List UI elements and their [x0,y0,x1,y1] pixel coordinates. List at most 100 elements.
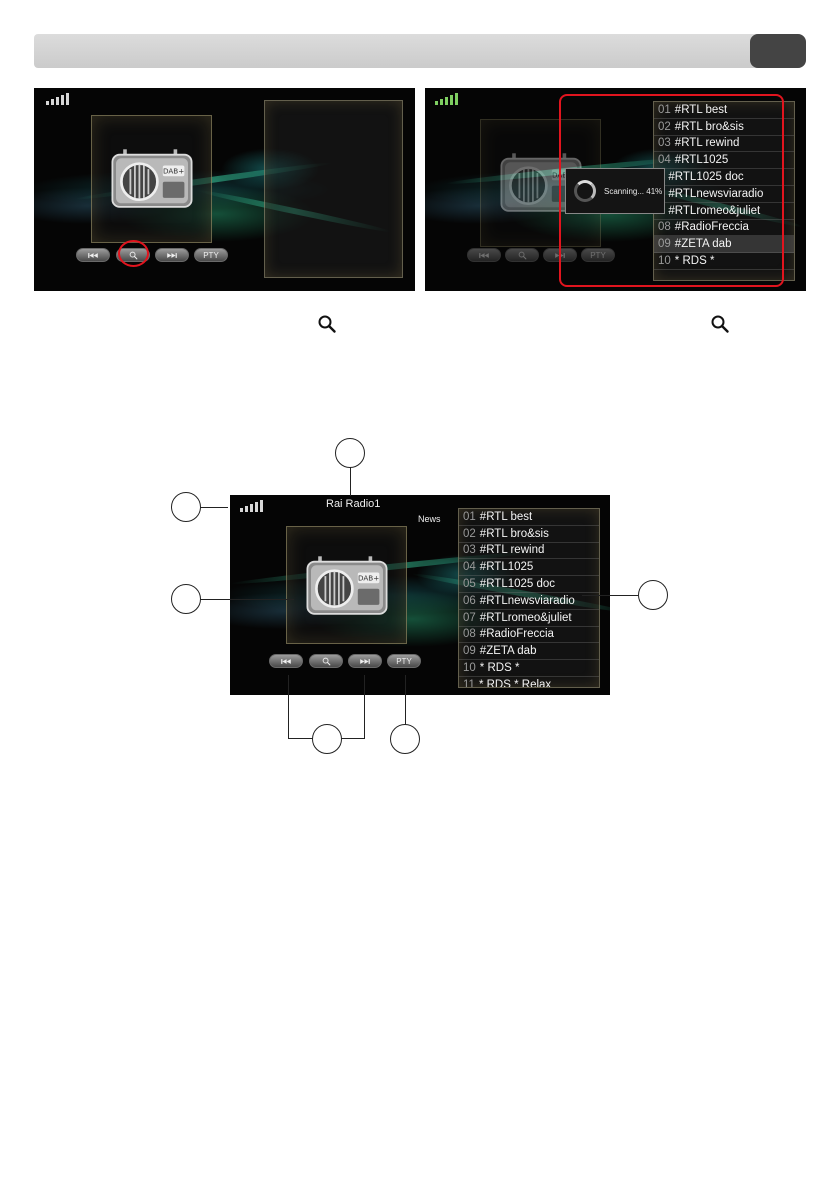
station-number: 08 [658,221,671,234]
station-list-item[interactable]: 11* RDS * Relax [459,677,599,688]
station-number: 07 [463,611,476,624]
station-name-label: #RTLnewsviaradio [668,187,764,200]
station-name-label: #RTL1025 doc [668,171,744,184]
station-name-label: * RDS * Relax [478,678,552,688]
station-list-item[interactable]: 10* RDS * [459,660,599,677]
search-icon [322,657,331,666]
signal-strength-icon [46,93,69,105]
station-number: 01 [658,103,671,116]
callout-circle [390,724,420,754]
station-number: 05 [463,578,476,591]
station-name-label: #RadioFreccia [479,628,554,641]
search-button[interactable] [309,654,343,668]
callout-circle [171,584,201,614]
search-icon [518,251,527,260]
pty-button[interactable]: PTY [387,654,421,668]
station-name-label: #ZETA dab [674,238,732,251]
station-list-item[interactable]: 10* RDS * [654,253,794,270]
station-list-item[interactable]: 06#RTLnewsviaradio [459,593,599,610]
station-list-item[interactable]: 01#RTL best [459,509,599,526]
station-number: 10 [658,255,671,268]
station-number: 03 [658,137,671,150]
station-list-item[interactable]: 03#RTL rewind [654,136,794,153]
station-list-item[interactable]: 01#RTL best [654,102,794,119]
station-list-item[interactable]: 08#RadioFreccia [654,220,794,237]
search-button[interactable] [505,248,539,262]
callout-leader-line [288,675,289,739]
station-list-item[interactable]: 03#RTL rewind [459,543,599,560]
callout-leader-line [350,467,351,496]
loading-spinner-icon [574,180,596,202]
search-icon [710,314,730,334]
station-list-item[interactable]: 09#ZETA dab [654,236,794,254]
station-name-label: #RTL1025 [479,561,534,574]
previous-button[interactable] [76,248,110,262]
station-name-label: #RTLromeo&juliet [479,611,572,624]
station-number: 03 [463,544,476,557]
search-icon [317,314,337,334]
station-list-highlight [559,94,784,287]
station-number: 06 [463,594,476,607]
pty-button[interactable]: PTY [194,248,228,262]
station-number: 02 [658,120,671,133]
station-name-label: #RTL1025 doc [479,578,556,591]
station-number: 04 [658,154,671,167]
callout-leader-line [364,675,365,739]
previous-button[interactable] [467,248,501,262]
station-name-label: #RTLromeo&juliet [668,204,761,217]
station-name-label: #RTL best [479,510,533,523]
callout-circle [638,580,668,610]
station-list-item[interactable]: 02#RTL bro&sis [459,526,599,543]
station-number: 01 [463,510,476,523]
station-name-label: #RTL1025 [674,154,729,167]
station-list-item[interactable]: 02#RTL bro&sis [654,119,794,136]
station-name-label: #RTL bro&sis [674,120,744,133]
pty-button[interactable]: PTY [581,248,615,262]
station-name: Rai Radio1 [326,498,381,510]
next-button[interactable] [348,654,382,668]
previous-icon [478,252,490,259]
pty-label: News [418,514,441,524]
station-name-label: #ZETA dab [479,645,537,658]
station-list-item[interactable]: 05#RTL1025 doc [459,576,599,593]
station-list-item[interactable]: 09#ZETA dab [459,643,599,661]
station-name-label: #RTL best [674,103,728,116]
callout-circle [312,724,342,754]
station-name-label: #RadioFreccia [674,221,749,234]
signal-strength-icon [240,500,263,512]
station-list-item[interactable]: 04#RTL1025 [654,152,794,170]
station-name-label: #RTL rewind [479,544,545,557]
station-name-label: * RDS * [479,662,520,675]
next-button[interactable] [155,248,189,262]
dab-radio-icon [302,553,392,619]
previous-button[interactable] [269,654,303,668]
scanning-dialog: Scanning... 41% [565,168,665,214]
next-icon [166,252,178,259]
station-number: 10 [463,662,476,675]
station-name-label: #RTL rewind [674,137,740,150]
previous-icon [87,252,99,259]
callout-circle [335,438,365,468]
station-number: 11 [463,678,475,688]
section-header-bar [34,34,806,68]
station-list-panel [264,100,403,278]
signal-strength-icon [435,93,458,105]
section-header-tab [750,34,806,68]
scan-status-text: Scanning... 41% [604,186,663,196]
previous-icon [280,658,292,665]
station-artwork [91,115,212,243]
callout-leader-line [200,507,228,508]
station-name-label: #RTL bro&sis [479,527,549,540]
station-list-item[interactable]: 08#RadioFreccia [459,627,599,644]
station-number: 08 [463,628,476,641]
station-list-item[interactable]: 07#RTLromeo&juliet [459,610,599,627]
station-name-label: #RTLnewsviaradio [479,594,575,607]
next-icon [359,658,371,665]
station-list-item[interactable]: 04#RTL1025 [459,559,599,577]
station-number: 02 [463,527,476,540]
callout-leader-line [405,675,406,725]
